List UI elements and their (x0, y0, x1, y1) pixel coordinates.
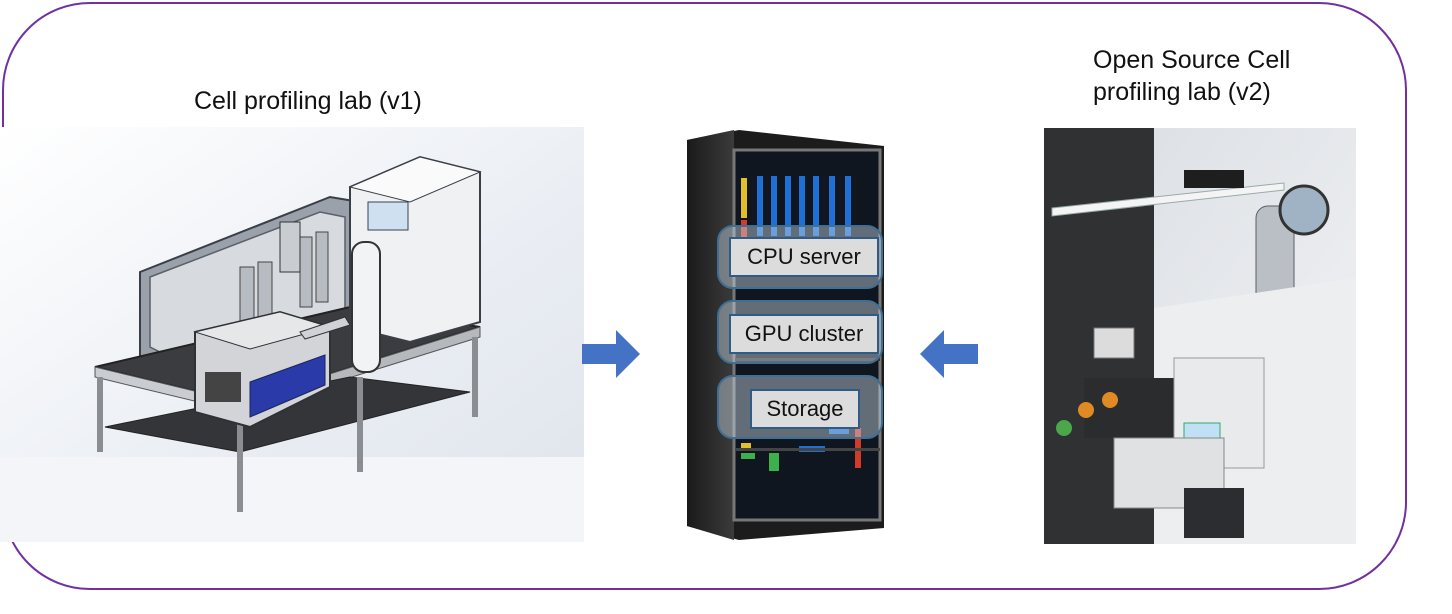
tier-label-gpu-cluster: GPU cluster (729, 314, 879, 354)
right-lab-title-line1: Open Source Cell (1093, 46, 1291, 74)
robotic-lab-photo (1044, 128, 1356, 544)
tier-cpu-server: CPU server (717, 225, 883, 289)
tier-gpu-cluster: GPU cluster (717, 300, 883, 364)
tier-storage: Storage (717, 375, 883, 439)
right-lab-title: Open Source Cell profiling lab (v2) (1093, 44, 1353, 108)
arrow-left-icon (920, 330, 978, 378)
tier-label-storage: Storage (750, 389, 860, 429)
left-lab-title: Cell profiling lab (v1) (194, 87, 422, 115)
arrow-right-icon (582, 330, 640, 378)
lab-automation-render (0, 127, 584, 542)
right-lab-title-line2: profiling lab (v2) (1093, 78, 1271, 106)
tier-label-cpu-server: CPU server (729, 237, 879, 277)
